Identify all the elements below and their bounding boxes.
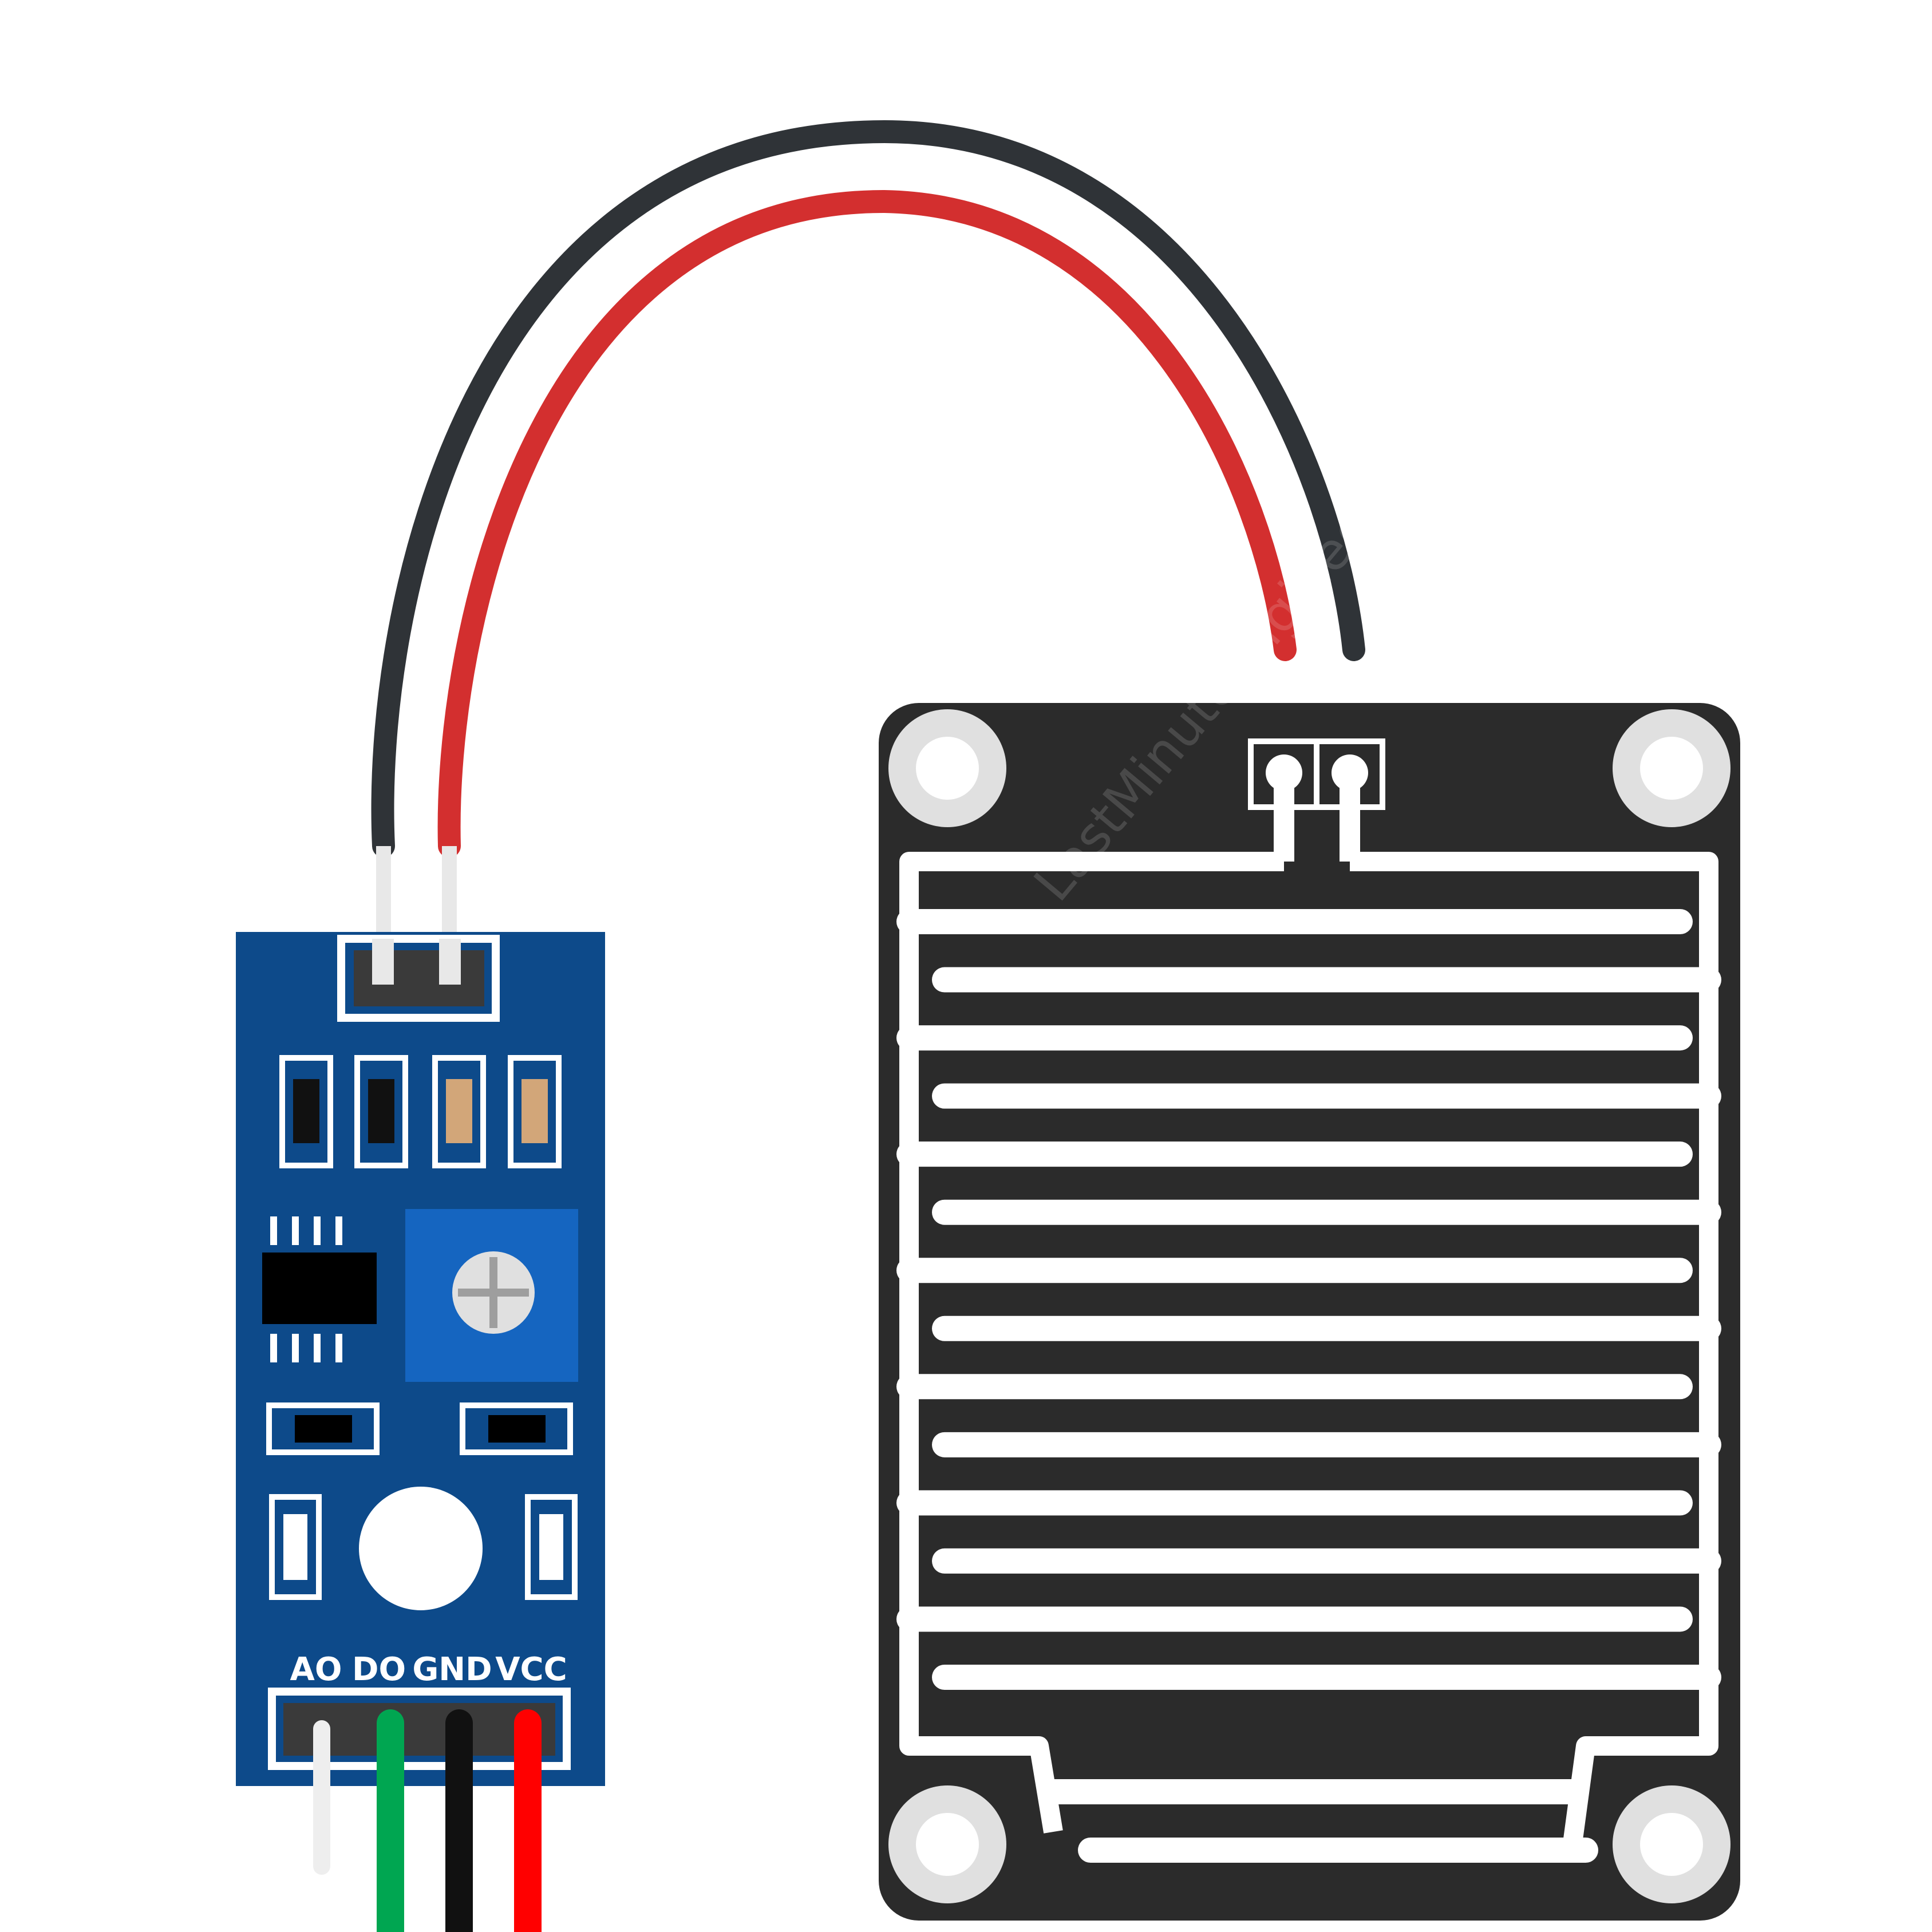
black-wire (371, 120, 1365, 858)
smd-capacitor-2 (508, 1055, 562, 1168)
smd-capacitor-1 (432, 1055, 486, 1168)
smd-resistor-1 (279, 1055, 333, 1168)
pin-label-ao: AO (290, 1651, 342, 1688)
pin-label-do: DO (352, 1651, 406, 1688)
smd-resistor-2 (354, 1055, 408, 1168)
module-mounting-hole (359, 1487, 483, 1610)
smd-row-top (279, 1055, 562, 1168)
interdigitated-fingers (896, 909, 1721, 1863)
power-led (266, 1402, 380, 1455)
output-leads (313, 1709, 542, 1932)
right-comb-trace (1350, 852, 1718, 1854)
plate-connector-pads (1248, 738, 1385, 862)
connecting-cable (371, 120, 1365, 985)
plate-mounting-holes (888, 709, 1730, 1903)
control-module: AO DO GND VCC (236, 932, 605, 1786)
top-header-pin-1 (372, 939, 394, 985)
potentiometer[interactable] (405, 1209, 578, 1382)
pin-label-vcc: VCC (495, 1651, 567, 1688)
bottom-components (269, 1487, 578, 1610)
pin-label-gnd: GND (412, 1651, 492, 1688)
led-row (266, 1402, 573, 1455)
status-led (460, 1402, 573, 1455)
sensor-plate (879, 703, 1740, 1921)
bottom-header-outline (268, 1688, 571, 1770)
top-header-outline (337, 935, 500, 1022)
comparator-ic (262, 1216, 377, 1362)
left-comb-trace (899, 852, 1284, 1834)
red-wire (437, 189, 1297, 858)
top-header-pin-2 (439, 939, 461, 985)
pin-labels: AO DO GND VCC (290, 1651, 567, 1688)
